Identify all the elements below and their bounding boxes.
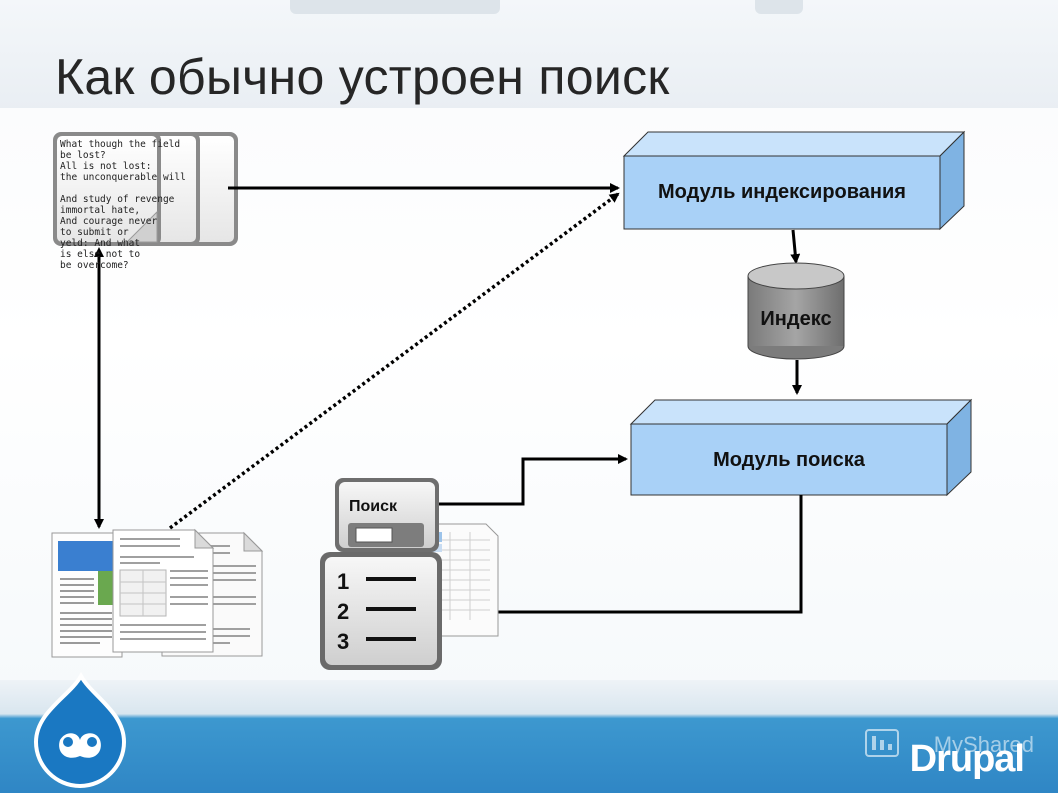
brand-mark-icon	[865, 729, 899, 757]
result-number: 2	[337, 599, 350, 624]
slide-title: Как обычно устроен поиск	[55, 49, 670, 105]
footer-band	[0, 680, 1058, 793]
title-band	[0, 0, 1058, 110]
webdocs-to-indexing-dotted-arrow	[168, 192, 620, 530]
decor-tab	[755, 0, 803, 14]
index-label: Индекс	[760, 308, 832, 330]
search-module-box	[629, 398, 973, 497]
result-number: 1	[337, 569, 350, 594]
drupal-drop-logo	[33, 671, 127, 789]
search-widget-label: Поиск	[349, 498, 398, 515]
result-number: 3	[337, 629, 350, 654]
text-documents-icon	[53, 132, 238, 246]
query-to-search-arrow	[436, 454, 628, 506]
brand-wordmark: Drupal	[909, 738, 1025, 780]
search-to-results-arrow	[450, 495, 803, 617]
index-cylinder	[747, 262, 845, 360]
search-results-icon	[320, 478, 499, 670]
indexing-module-box	[622, 130, 966, 231]
indexing-module-label: Модуль индексирования	[658, 181, 906, 203]
decor-tab	[290, 0, 500, 14]
watermark: MyShared	[933, 732, 1034, 757]
web-documents-icon	[51, 528, 264, 658]
indexing-to-index-arrow	[790, 229, 801, 264]
search-module-label: Модуль поиска	[713, 449, 865, 471]
document-text: What though the field be lost? All is no…	[60, 139, 186, 271]
